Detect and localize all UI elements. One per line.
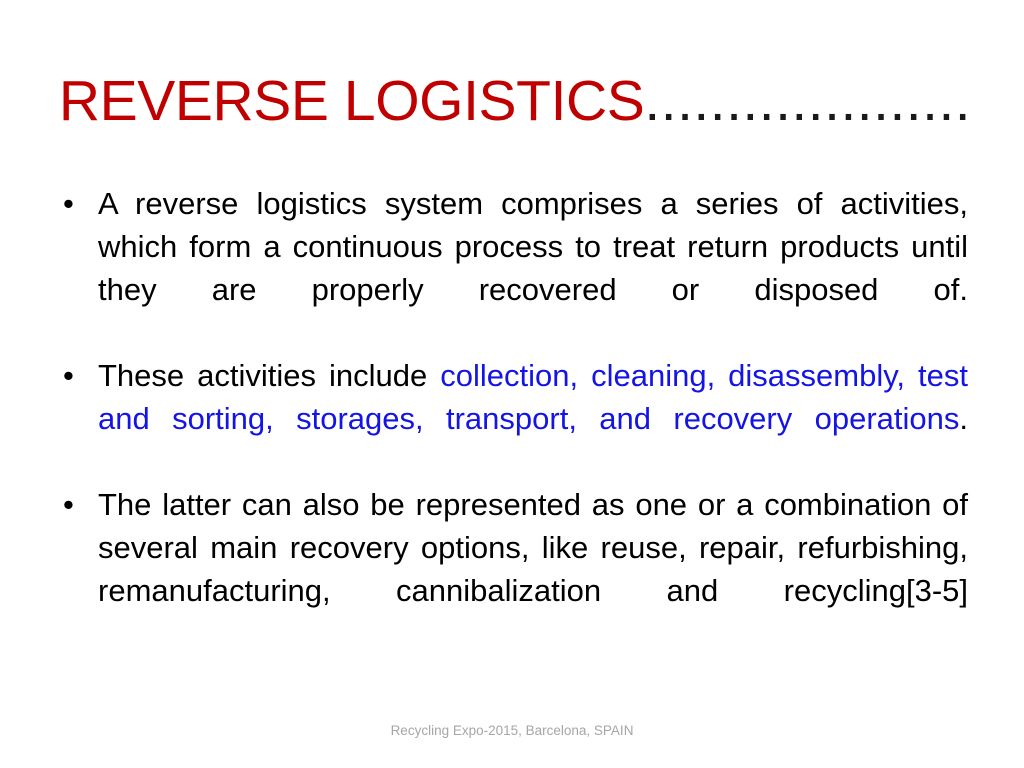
bullet-text: The latter can also be represented as on… [98,483,968,655]
bullet-marker-icon: • [63,186,74,221]
slide-footer: Recycling Expo-2015, Barcelona, SPAIN [390,723,634,738]
bullet-item: • A reverse logistics system comprises a… [60,182,968,354]
bullet-item: • The latter can also be represented as … [60,483,968,655]
slide-title-text: REVERSE LOGISTICS [58,69,645,133]
bullet-text-segment-highlight: collection, cleaning, disassembly, test … [98,358,969,436]
bullet-text-segment: The latter can also be represented as on… [98,487,968,608]
bullet-item: • These activities include collection, c… [60,354,968,483]
bullet-marker-icon: • [63,487,74,522]
bullet-text-segment-lead: These activities include [98,358,441,393]
slide-body: • A reverse logistics system comprises a… [60,182,968,655]
bullet-text-segment: A reverse logistics system comprises a s… [98,186,968,307]
slide-title-trailing-dots: .................... [644,69,972,133]
bullet-marker-icon: • [63,358,74,393]
bullet-text-segment-trail: . [959,401,968,436]
bullet-text: A reverse logistics system comprises a s… [98,182,968,354]
bullet-text: These activities include collection, cle… [98,354,968,483]
slide-title: REVERSE LOGISTICS.................... [58,58,972,133]
